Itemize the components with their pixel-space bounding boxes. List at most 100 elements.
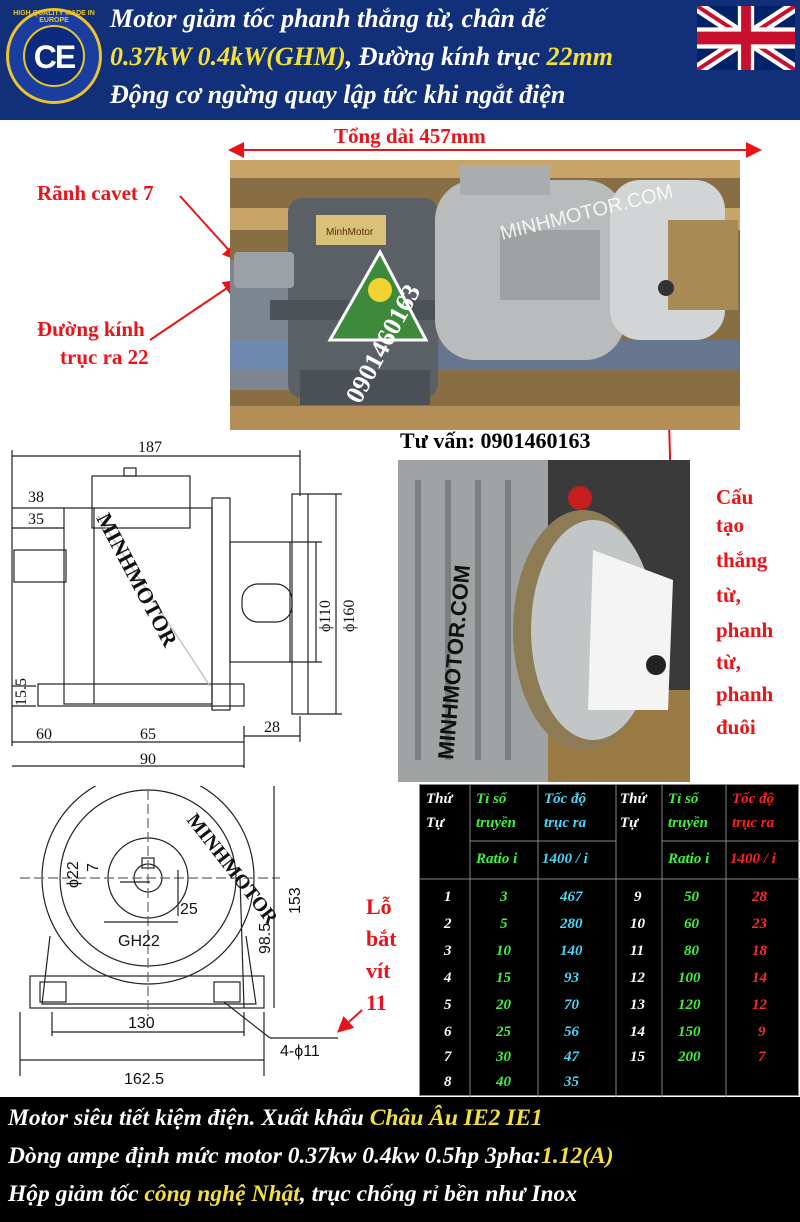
dim-35: 35 xyxy=(28,511,44,528)
footer-line-1: Motor siêu tiết kiệm điện. Xuất khẩu Châ… xyxy=(8,1105,543,1132)
dim-65: 65 xyxy=(140,726,156,743)
header-speed-1: Tốc độ xyxy=(544,791,587,807)
header-speed-sub-right: 1400 / i xyxy=(730,851,776,867)
dim-phi-22: ϕ22 xyxy=(65,861,82,888)
side-view-drawing: 187 38 35 15.5 60 65 90 28 ϕ110 ϕ160 MIN… xyxy=(11,439,358,768)
power-rating: 0.37kW 0.4kW(GHM) xyxy=(110,42,346,71)
brake-caption-8: đuôi xyxy=(716,715,756,739)
row-15-speed: 7 xyxy=(758,1049,766,1065)
header-no-2-right: Tự xyxy=(620,815,639,831)
consult-phone: Tư vấn: 0901460163 xyxy=(400,428,591,453)
row-5-ratio: 20 xyxy=(496,997,511,1013)
header-speed-sub: 1400 / i xyxy=(542,851,588,867)
dim-98-5: 98.5 xyxy=(257,923,274,954)
footer-line-2: Dòng ampe định mức motor 0.37kw 0.4kw 0.… xyxy=(8,1143,614,1170)
dim-90: 90 xyxy=(140,751,156,768)
dim-38: 38 xyxy=(28,489,44,506)
dim-130: 130 xyxy=(128,1015,155,1032)
row-4-no: 4 xyxy=(444,970,452,986)
footer-line-3-text-b: , trục chống rỉ bền như Inox xyxy=(299,1181,578,1207)
row-7-speed: 47 xyxy=(564,1049,579,1065)
row-2-speed: 280 xyxy=(560,916,583,932)
shaft-diameter-label-1: Đường kính xyxy=(37,317,145,341)
header-ratio-2-right: truyền xyxy=(668,815,709,831)
dim-28: 28 xyxy=(264,719,280,736)
brake-caption-2: tạo xyxy=(716,513,744,537)
headline-line-1: Motor giảm tốc phanh thắng từ, chân đế xyxy=(110,4,546,33)
row-13-ratio: 120 xyxy=(678,997,701,1013)
row-12-speed: 14 xyxy=(752,970,767,986)
row-14-no: 14 xyxy=(630,1024,645,1040)
row-9-speed: 28 xyxy=(752,889,767,905)
row-6-speed: 56 xyxy=(564,1024,579,1040)
dim-7: 7 xyxy=(85,863,102,872)
brake-caption-1: Cấu xyxy=(716,485,754,509)
row-11-ratio: 80 xyxy=(684,943,699,959)
row-1-ratio: 3 xyxy=(500,889,508,905)
model-label: GH22 xyxy=(118,933,160,950)
row-8-no: 8 xyxy=(444,1074,452,1090)
header-speed-2-right: trục ra xyxy=(732,815,775,831)
row-5-no: 5 xyxy=(444,997,452,1013)
dim-60: 60 xyxy=(36,726,52,743)
row-11-no: 11 xyxy=(630,943,645,959)
dim-phi-110: ϕ110 xyxy=(317,600,334,632)
footer-line-3-highlight: công nghệ Nhật xyxy=(144,1181,300,1207)
ce-mark: CE xyxy=(33,39,76,75)
footer-line-2-text: Dòng ampe định mức motor 0.37kw 0.4kw 0.… xyxy=(8,1143,542,1169)
header-speed-1-right: Tốc độ xyxy=(732,791,775,807)
side-drawing-watermark: MINHMOTOR xyxy=(92,509,184,652)
headline-line-2-rest: , Đường kính trục xyxy=(345,42,547,71)
row-15-ratio: 200 xyxy=(678,1049,701,1065)
dim-162-5: 162.5 xyxy=(124,1071,164,1088)
ratio-table: Thứ Tự Tỉ số truyền Ratio i Tốc độ trục … xyxy=(419,784,800,1097)
title-banner: HIGH QUALITY MADE IN EUROPE CE Motor giả… xyxy=(0,0,800,120)
dim-153: 153 xyxy=(287,887,304,914)
row-5-speed: 70 xyxy=(564,997,579,1013)
row-3-no: 3 xyxy=(444,943,452,959)
gear-motor-photo: MinhMotor MINHMOTOR.COM 0901460163 xyxy=(230,160,740,430)
row-15-no: 15 xyxy=(630,1049,645,1065)
bolt-hole-caption-2: bắt xyxy=(366,926,397,951)
footer-banner: Motor siêu tiết kiệm điện. Xuất khẩu Châ… xyxy=(0,1097,800,1222)
header-ratio-sub: Ratio i xyxy=(476,851,518,867)
row-1-speed: 467 xyxy=(560,889,583,905)
row-4-ratio: 15 xyxy=(496,970,511,986)
footer-line-3: Hộp giảm tốc công nghệ Nhật, trục chống … xyxy=(8,1181,577,1208)
dim-15-5: 15.5 xyxy=(13,678,30,706)
row-10-ratio: 60 xyxy=(684,916,699,932)
row-9-no: 9 xyxy=(634,889,642,905)
headline-line-3: Động cơ ngừng quay lập tức khi ngắt điện xyxy=(110,80,566,109)
brake-caption-5: phanh xyxy=(716,618,774,642)
footer-line-2-highlight: 1.12(A) xyxy=(541,1143,614,1169)
brake-caption-4: từ, xyxy=(716,583,741,607)
row-8-ratio: 40 xyxy=(496,1074,511,1090)
row-7-ratio: 30 xyxy=(496,1049,511,1065)
row-14-ratio: 150 xyxy=(678,1024,701,1040)
bolt-hole-caption-1: Lỗ xyxy=(366,894,392,919)
row-2-no: 2 xyxy=(444,916,452,932)
shaft-diameter-label-2: trục ra 22 xyxy=(60,345,149,369)
row-6-no: 6 xyxy=(444,1024,452,1040)
row-11-speed: 18 xyxy=(752,943,767,959)
bolt-hole-caption-4: 11 xyxy=(366,990,387,1015)
header-ratio-2: truyền xyxy=(476,815,517,831)
dim-4-phi-11: 4-ϕ11 xyxy=(280,1043,320,1060)
dim-phi-160: ϕ160 xyxy=(341,600,358,632)
nameplate-brand: MinhMotor xyxy=(326,227,374,238)
footer-line-3-text-a: Hộp giảm tốc xyxy=(8,1181,145,1207)
shaft-diameter: 22mm xyxy=(546,42,613,71)
header-no-1: Thứ xyxy=(426,791,453,807)
row-1-no: 1 xyxy=(444,889,452,905)
uk-flag-icon xyxy=(697,6,795,70)
row-2-ratio: 5 xyxy=(500,916,508,932)
dim-25: 25 xyxy=(180,901,198,918)
row-12-no: 12 xyxy=(630,970,645,986)
row-13-no: 13 xyxy=(630,997,645,1013)
row-3-speed: 140 xyxy=(560,943,583,959)
front-view-drawing: ϕ22 7 25 153 98.5 130 162.5 4-ϕ11 GH22 M… xyxy=(19,786,338,1088)
row-13-speed: 12 xyxy=(752,997,767,1013)
row-3-ratio: 10 xyxy=(496,943,511,959)
bolt-hole-caption-3: vít xyxy=(366,958,391,983)
